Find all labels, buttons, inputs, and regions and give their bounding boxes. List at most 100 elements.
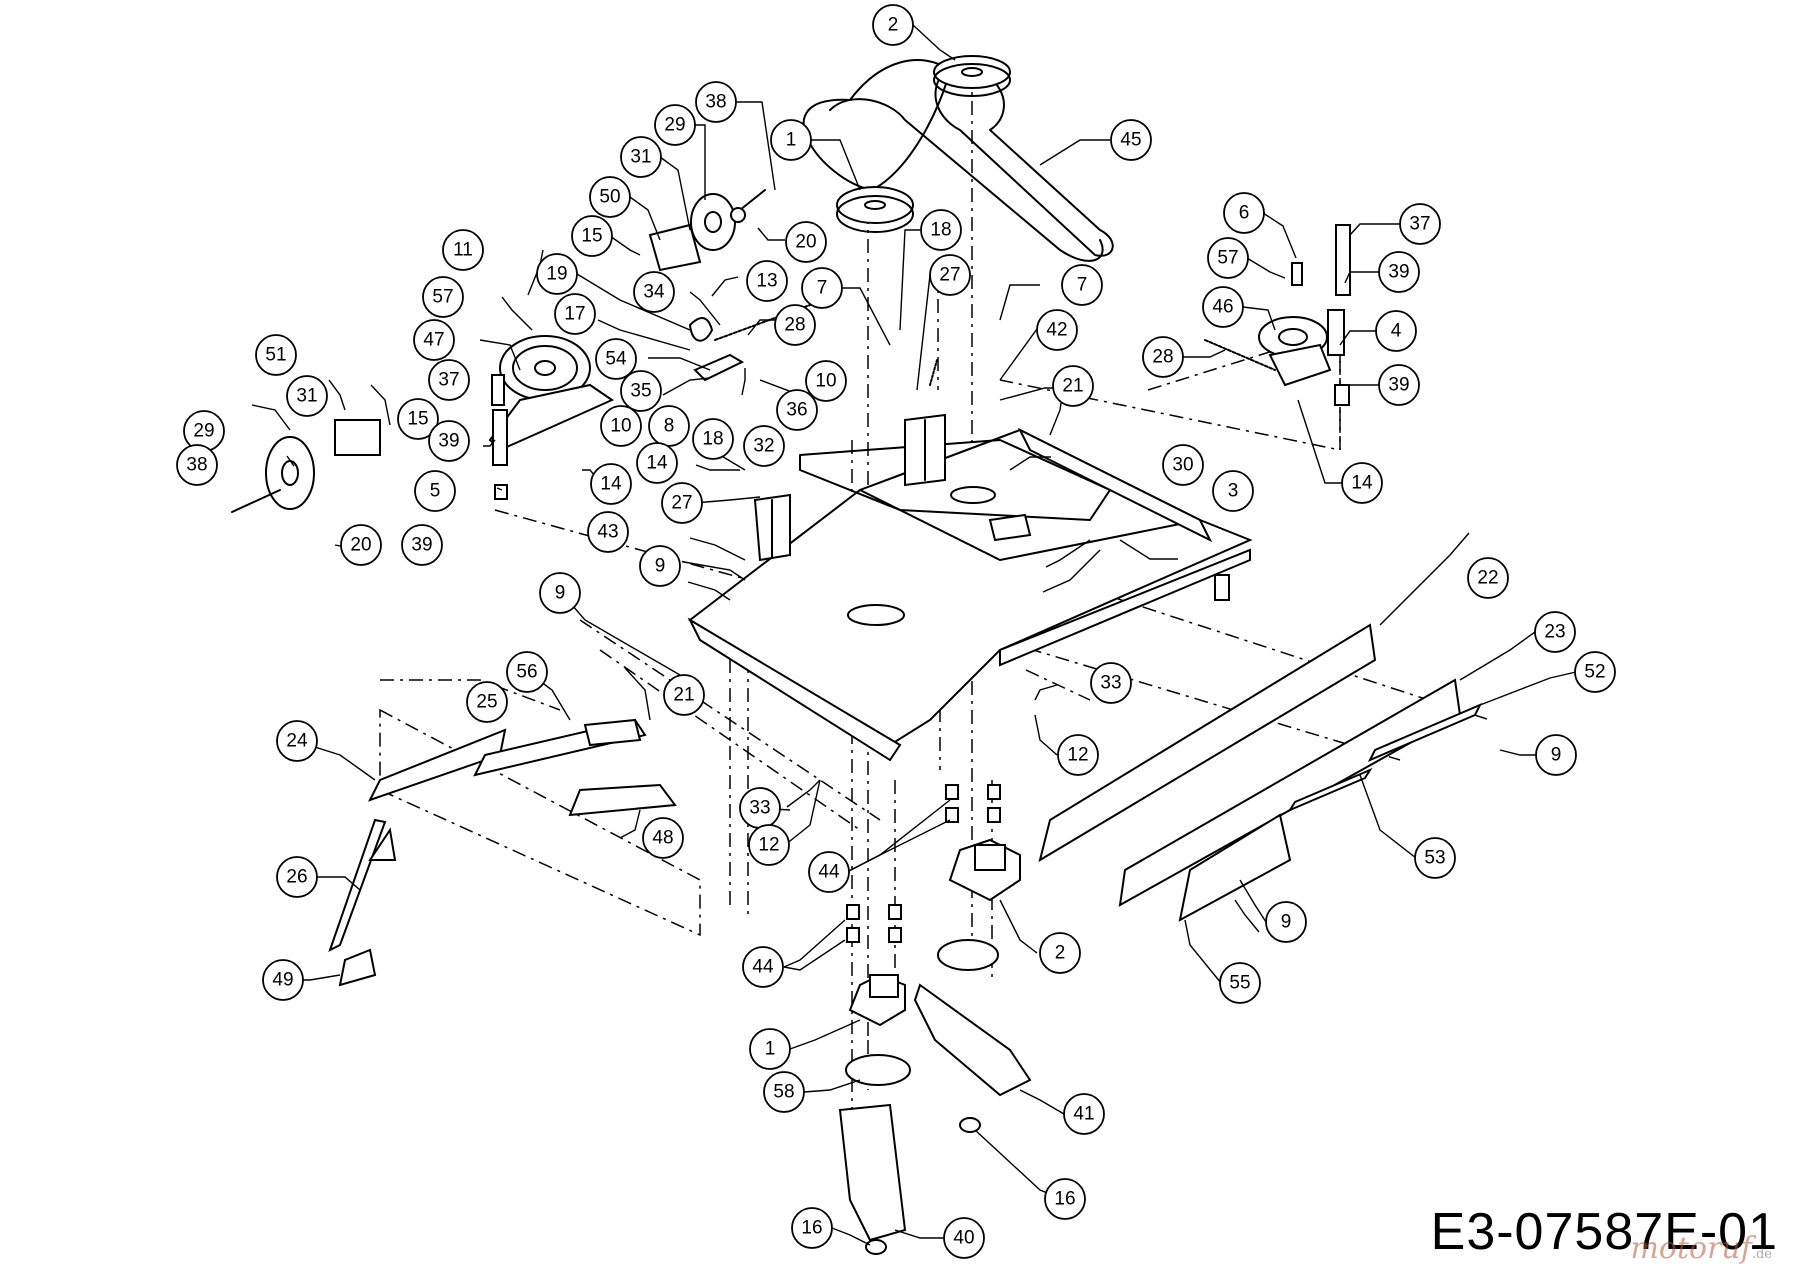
callout: 34 <box>633 271 675 313</box>
callout-label: 47 <box>423 330 444 351</box>
callout: 12 <box>748 824 790 866</box>
callout-label: 28 <box>784 315 805 336</box>
callout-label: 43 <box>597 522 618 543</box>
callout-label: 46 <box>1212 297 1233 318</box>
callout: 55 <box>1219 962 1261 1004</box>
callout-label: 56 <box>516 662 537 683</box>
callout: 52 <box>1574 651 1616 693</box>
blade-40 <box>838 1103 907 1242</box>
callout-label: 11 <box>453 240 473 261</box>
callout: 53 <box>1414 837 1456 879</box>
callout: 18 <box>920 209 962 251</box>
callout-label: 10 <box>610 416 631 437</box>
callout-label: 6 <box>1239 203 1250 224</box>
callout-label: 33 <box>1100 673 1121 694</box>
callout: 21 <box>1052 365 1094 407</box>
callout: 31 <box>620 136 662 178</box>
callout-label: 32 <box>753 436 774 457</box>
callout: 43 <box>587 511 629 553</box>
callout: 37 <box>428 359 470 401</box>
side-skirt-53 <box>1287 767 1373 813</box>
callout-label: 44 <box>818 862 840 883</box>
callout-label: 39 <box>438 431 459 452</box>
callout-label: 40 <box>953 1228 974 1249</box>
callout-label: 9 <box>1551 745 1562 766</box>
callout-label: 26 <box>286 867 307 888</box>
spring-18 <box>929 359 938 386</box>
callout-label: 9 <box>555 583 566 604</box>
baffle-49 <box>338 948 377 987</box>
callout-label: 3 <box>1228 481 1239 502</box>
callout: 29 <box>654 104 696 146</box>
callout-label: 24 <box>286 731 308 752</box>
callout-label: 45 <box>1120 130 1141 151</box>
callout-label: 12 <box>1067 745 1088 766</box>
callout-label: 39 <box>411 535 432 556</box>
callout: 8 <box>648 405 690 447</box>
callout-label: 4 <box>1391 321 1402 342</box>
callout-label: 44 <box>752 957 774 978</box>
callout: 10 <box>805 360 847 402</box>
callout: 49 <box>262 959 304 1001</box>
callout: 16 <box>791 1207 833 1249</box>
callout-label: 19 <box>546 264 567 285</box>
callout: 47 <box>413 319 455 361</box>
callout: 13 <box>746 260 788 302</box>
callout: 23 <box>1534 611 1576 653</box>
bracket-27-lower <box>753 493 791 562</box>
callout: 45 <box>1110 119 1152 161</box>
callout: 57 <box>1207 237 1249 279</box>
callout-label: 57 <box>432 287 453 308</box>
callout-label: 33 <box>749 798 770 819</box>
side-skirt-55 <box>1178 813 1292 922</box>
callout: 19 <box>536 253 578 295</box>
callout: 2 <box>872 4 914 46</box>
callout: 26 <box>276 856 318 898</box>
callout: 11 <box>442 229 484 271</box>
callout: 39 <box>428 420 470 462</box>
tension-spring-left <box>688 304 811 382</box>
callout-label: 51 <box>265 345 286 366</box>
callout: 25 <box>466 681 508 723</box>
callout-label: 13 <box>756 271 777 292</box>
idler-pulley-left <box>488 335 615 500</box>
callout: 39 <box>1378 364 1420 406</box>
callout: 24 <box>276 720 318 762</box>
callout: 31 <box>286 375 328 417</box>
callout: 12 <box>1057 734 1099 776</box>
callout-label: 14 <box>600 474 622 495</box>
callout-label: 1 <box>786 130 797 151</box>
spindle-right <box>937 838 1021 971</box>
callout-label: 23 <box>1544 622 1565 643</box>
callout: 20 <box>340 524 382 566</box>
callout-label: 14 <box>1351 473 1373 494</box>
callout-label: 7 <box>1077 275 1088 296</box>
callout-label: 38 <box>705 92 726 113</box>
callout-label: 7 <box>817 278 828 299</box>
callout-label: 15 <box>581 226 602 247</box>
idler-pulley-right <box>1204 224 1351 406</box>
callout-label: 8 <box>664 416 675 437</box>
callout-label: 16 <box>801 1218 822 1239</box>
callout-label: 39 <box>1388 375 1409 396</box>
callout: 4 <box>1375 310 1417 352</box>
upper-pulley <box>933 55 1011 97</box>
deck-frame <box>687 427 1253 762</box>
callout-label: 25 <box>476 692 497 713</box>
callout-label: 29 <box>193 421 214 442</box>
callout: 10 <box>600 405 642 447</box>
callout-label: 37 <box>438 370 459 391</box>
baffle-56 <box>583 718 642 747</box>
side-skirt-22 <box>1038 623 1377 863</box>
callout-label: 30 <box>1172 455 1193 476</box>
callout: 28 <box>774 304 816 346</box>
callout: 27 <box>929 254 971 296</box>
callout: 20 <box>785 221 827 263</box>
callout: 6 <box>1223 192 1265 234</box>
callout-label: 20 <box>350 535 371 556</box>
callout-label: 5 <box>430 481 441 502</box>
callout: 1 <box>749 1028 791 1070</box>
spindle-left <box>845 973 911 1086</box>
callout: 33 <box>1090 662 1132 704</box>
callout-label: 55 <box>1229 973 1250 994</box>
